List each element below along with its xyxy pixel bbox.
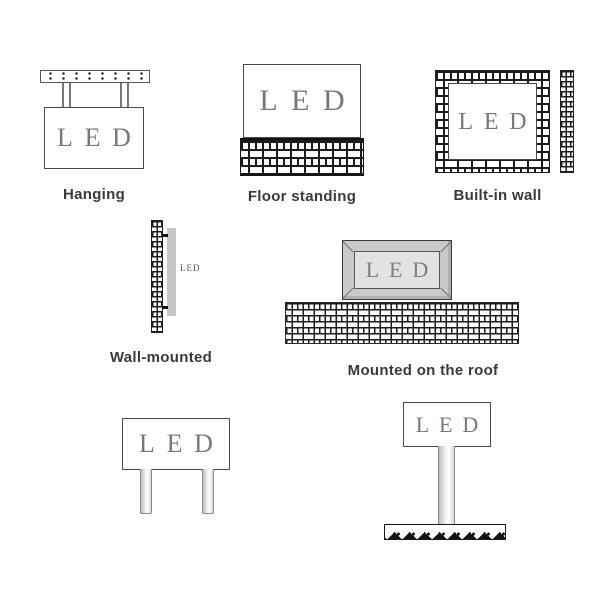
figure-caption-hanging: Hanging [62,186,126,203]
led-panel-side-view [167,228,176,316]
bevel-line-top-right [440,241,452,253]
led-text-small: LED [180,263,201,273]
bevel-line-top-left [342,241,354,253]
led-sign-hanging: LED [44,107,144,169]
led-text: LED [259,84,359,117]
led-sign-floor: LED [243,64,361,138]
led-text: LED [458,108,538,135]
led-panel-built-in: LED [448,83,537,160]
ground-base [384,524,506,540]
figure-caption-roof: Mounted on the roof [347,362,499,379]
hanging-rod-right [120,83,129,107]
led-sign-two-pole: LED [122,418,230,470]
roof-sign-outer-frame: LED [342,240,452,300]
figure-caption-built-in-wall: Built-in wall [453,187,542,204]
sign-pole [438,446,455,526]
mount-bracket-top [162,234,168,237]
hanging-rod-left [62,83,71,107]
led-text: LED [365,257,439,282]
sign-pole-left [140,469,152,514]
led-text: LED [57,123,143,152]
brick-column-side-view [560,70,574,173]
ceiling-bar [40,70,150,83]
bevel-line-bottom-left [342,287,354,299]
mount-bracket-bottom [162,306,168,309]
roof-brick-band [285,302,519,344]
figure-caption-wall-mounted: Wall-mounted [109,349,213,366]
led-text: LED [139,429,225,458]
bevel-line-bottom-right [440,287,452,299]
figure-caption-floor-standing: Floor standing [247,188,357,205]
led-text: LED [415,411,489,437]
brick-frame: LED [435,70,550,173]
roof-sign-inner-panel: LED [354,251,440,289]
led-sign-single-pole: LED [403,402,491,447]
brick-base [240,138,364,176]
brick-wall-column [151,220,163,333]
sign-pole-right [202,469,214,514]
